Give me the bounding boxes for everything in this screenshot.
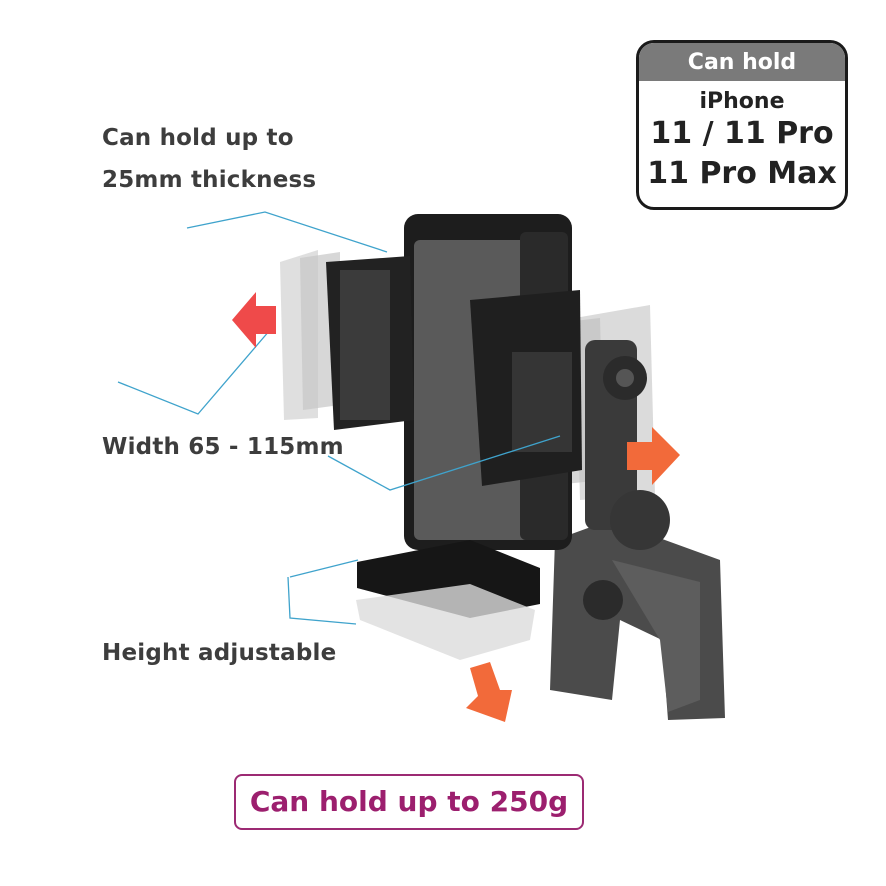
down-arrow-icon [466,662,512,722]
right-arrow-icon [627,427,680,485]
thickness-label-line1: Can hold up to [102,125,294,151]
compatibility-models-1: 11 / 11 Pro [650,116,834,151]
vent-clip-mount [550,340,725,720]
bottom-foot [356,540,540,660]
compatibility-brand: iPhone [699,89,785,114]
thickness-label-line2: 25mm thickness [102,167,317,193]
compatibility-models-2: 11 Pro Max [647,156,837,191]
width-label: Width 65 - 115mm [102,434,344,460]
compatibility-header: Can hold [639,43,845,81]
guide-lines [117,211,561,625]
phone-cradle [326,214,582,550]
compatibility-box: Can hold iPhone 11 / 11 Pro 11 Pro Max [636,40,848,210]
height-label: Height adjustable [102,640,337,666]
weight-badge: Can hold up to 250g [234,774,584,830]
left-arrow-icon [232,292,276,348]
arrows [232,292,680,722]
